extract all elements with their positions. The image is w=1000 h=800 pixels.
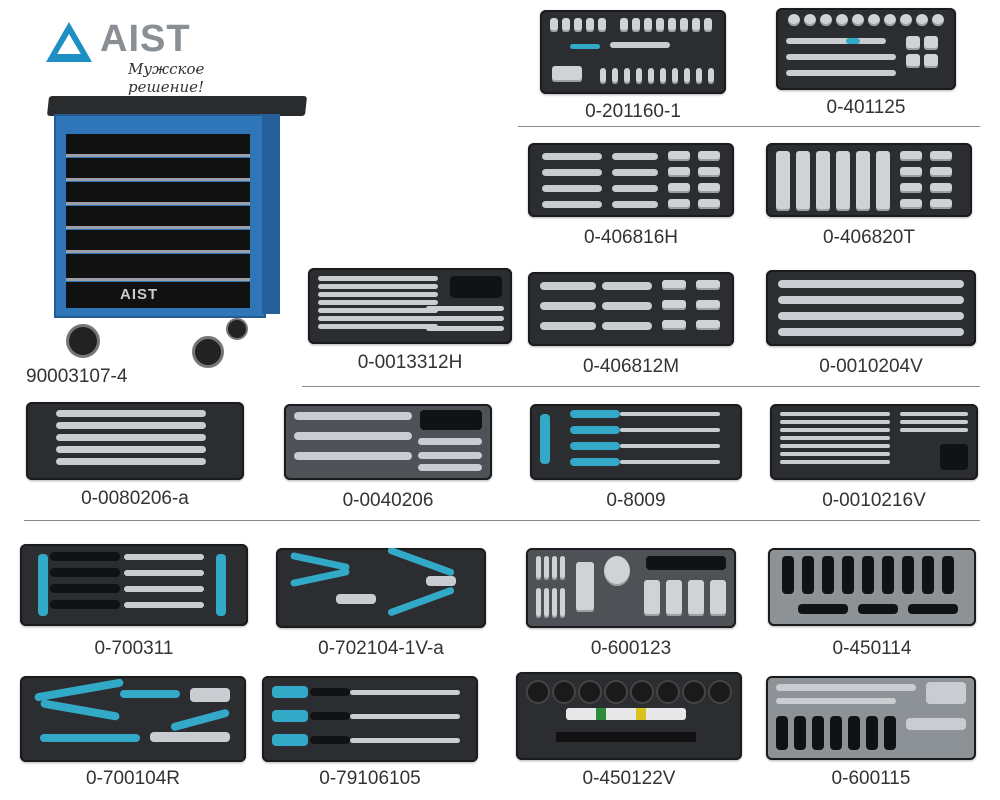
product-tray-image[interactable]: [26, 402, 244, 480]
wheel-icon: [226, 318, 248, 340]
product-tray-image[interactable]: [516, 672, 742, 760]
product-code: 0-0013312H: [357, 352, 463, 373]
product-code: 0-0010216V: [822, 490, 926, 511]
product-tray-image[interactable]: [530, 404, 742, 480]
product-tray-image[interactable]: [766, 143, 972, 217]
product-code: 0-700311: [94, 638, 174, 659]
brand-tagline: Мужское решение!: [128, 60, 205, 96]
product-code-cabinet: 90003107-4: [26, 366, 128, 387]
product-tray-image[interactable]: [770, 404, 978, 480]
product-tray-image[interactable]: [20, 676, 246, 762]
product-code: 0-0010204V: [819, 356, 923, 377]
product-tray-image[interactable]: [262, 676, 478, 762]
product-code: 0-406816H: [583, 227, 679, 248]
product-tray-image[interactable]: [308, 268, 512, 344]
row-divider: [518, 126, 980, 127]
product-code: 0-201160-1: [585, 101, 681, 122]
product-code: 0-406812M: [582, 356, 680, 377]
product-code: 0-406820T: [823, 227, 915, 248]
product-code: 0-700104R: [85, 768, 181, 789]
product-tray-image[interactable]: [20, 544, 248, 626]
wheel-icon: [192, 336, 224, 368]
row-divider: [24, 520, 980, 521]
cabinet-badge: AIST: [120, 286, 159, 303]
product-code: 0-600123: [590, 638, 672, 659]
product-tray-image[interactable]: [528, 143, 734, 217]
product-code: 0-0080206-a: [81, 488, 189, 509]
product-code: 0-8009: [606, 490, 666, 511]
product-tray-image[interactable]: [284, 404, 492, 480]
wheel-icon: [66, 324, 100, 358]
brand-name: AIST: [100, 18, 191, 60]
product-code: 0-702104-1V-a: [318, 638, 444, 659]
row-divider: [302, 386, 980, 387]
product-code: 0-0040206: [342, 490, 434, 511]
product-tray-image[interactable]: [766, 270, 976, 346]
product-tray-image[interactable]: [766, 676, 976, 760]
product-tray-image[interactable]: [768, 548, 976, 626]
aist-logo-icon: [46, 22, 92, 62]
product-tray-image[interactable]: [276, 548, 486, 628]
product-code: 0-600115: [831, 768, 911, 789]
product-tray-image[interactable]: [528, 272, 734, 346]
product-code: 0-79106105: [319, 768, 421, 789]
product-code: 0-401125: [826, 97, 906, 118]
product-code: 0-450114: [832, 638, 912, 659]
brand-logo: AIST Мужское решение!: [44, 18, 254, 96]
product-code: 0-450122V: [582, 768, 676, 789]
product-tray-image[interactable]: [776, 8, 956, 90]
product-tray-image[interactable]: [540, 10, 726, 94]
tool-cabinet: AIST: [40, 96, 310, 371]
product-tray-image[interactable]: [526, 548, 736, 628]
